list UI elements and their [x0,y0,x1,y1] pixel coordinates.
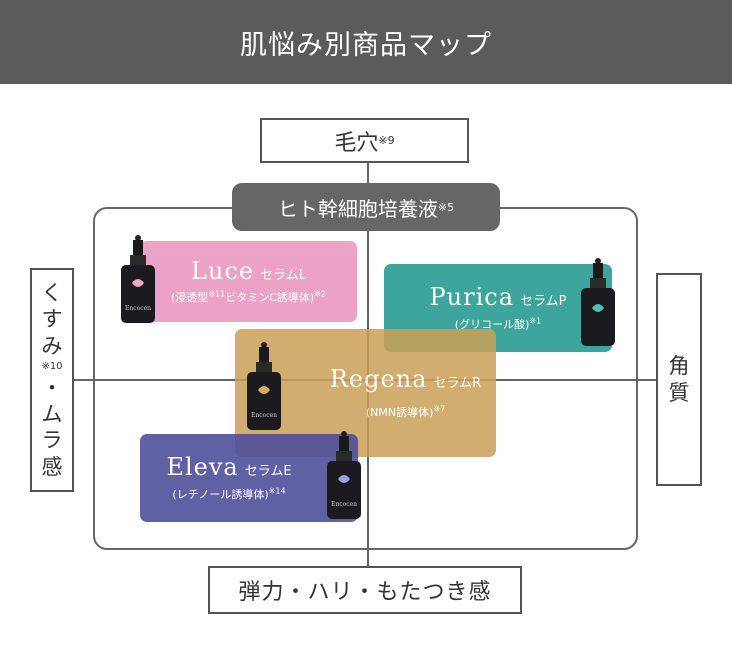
product-desc-note2: ※2 [314,290,326,299]
product-sub: セラムR [433,376,481,391]
svg-text:Encocen: Encocen [331,501,357,508]
product-name: Purica [430,283,515,311]
axis-label-bottom: 弾力・ハリ・もたつき感 [208,566,522,614]
product-desc: (NMN誘導体) [366,406,434,419]
product-desc-note: ※11 [208,290,225,299]
center-category-pill: ヒト幹細胞培養液※5 [232,183,500,231]
product-desc: (レチノール誘導体) [172,488,268,501]
svg-text:Encocen: Encocen [251,412,277,419]
axis-label-top: 毛穴※9 [260,118,469,163]
axis-right-char: 角 [669,353,690,379]
axis-left-char: 感 [42,454,63,480]
axis-left-note: ※10 [41,361,62,373]
axis-top-note: ※9 [378,134,394,147]
axis-left-char: く [42,280,63,306]
axis-bottom-text: 弾力・ハリ・もたつき感 [238,574,491,606]
product-sub: セラムL [260,268,306,283]
product-desc-note: ※7 [433,404,445,413]
axis-left-char: ム [42,401,63,427]
product-name: Eleva [166,453,238,481]
product-desc-note: ※14 [269,486,286,495]
product-luce[interactable]: Luce セラムL (浸透型※11ビタミンC誘導体)※2 [140,241,357,322]
product-sub: セラムE [245,464,292,479]
axis-label-right: 角 質 [656,273,702,486]
axis-top-text: 毛穴 [334,125,378,157]
bottle-purica-image [580,258,616,348]
product-sub: セラムP [520,294,566,309]
axis-right-char: 質 [669,380,690,406]
bottle-regena-image: Encocen [246,342,282,432]
axis-left-char: ラ [42,427,63,453]
product-name: Luce [191,257,254,285]
page-title: 肌悩み別商品マップ [240,23,492,62]
bottle-luce-image: Encocen [120,235,156,325]
svg-text:Encocen: Encocen [125,305,151,312]
bottle-eleva-image: Encocen [326,431,362,521]
page-title-banner: 肌悩み別商品マップ [0,0,732,84]
product-desc: (浸透型 [171,291,208,304]
center-category-text: ヒト幹細胞培養液 [278,193,438,222]
axis-left-char: す [42,306,63,332]
product-desc-rest: ビタミンC誘導体) [225,291,314,304]
product-desc-note: ※1 [529,316,541,325]
product-name: Regena [330,365,428,393]
axis-left-char: ・ [42,375,63,401]
axis-label-left: く す み ※10 ・ ム ラ 感 [30,268,74,492]
axis-left-char: み [42,333,63,359]
center-category-note: ※5 [438,201,454,214]
